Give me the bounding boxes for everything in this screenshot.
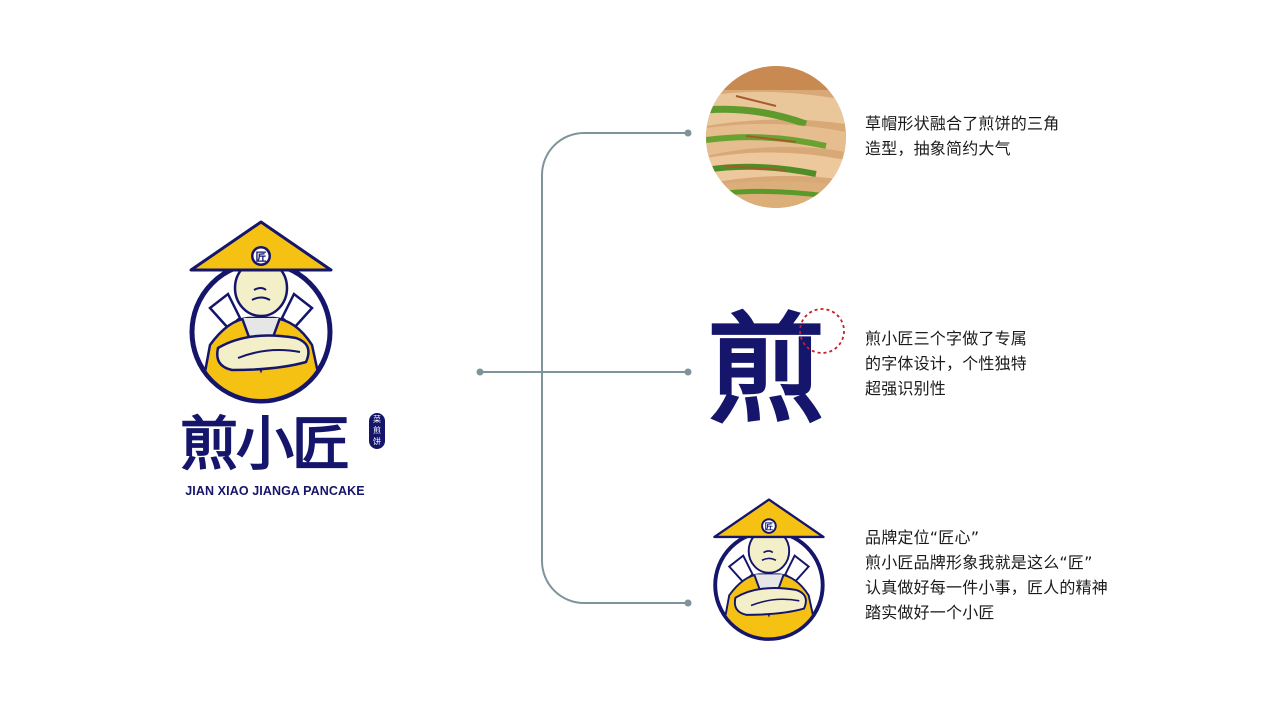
description-line: 认真做好每一件小事，匠人的精神 — [865, 578, 1109, 597]
badge-char: 菜 — [373, 415, 381, 424]
description-line: 品牌定位“匠心” — [865, 528, 980, 547]
connector-dot-middle — [684, 368, 692, 376]
highlight-dashed-circle — [799, 308, 845, 354]
description-line: 的字体设计，个性独特 — [865, 354, 1028, 373]
branch-description-2: 煎小匠三个字做了专属 的字体设计，个性独特 超强识别性 — [865, 326, 1027, 401]
custom-glyph: 煎 — [706, 300, 825, 439]
description-line: 超强识别性 — [865, 379, 947, 398]
description-line: 踏实做好一个小匠 — [865, 603, 995, 622]
logo-mascot: 匠 — [189, 220, 333, 404]
mascot-icon: 匠 — [713, 498, 825, 641]
badge-char: 煎 — [373, 426, 381, 435]
description-line: 煎小匠品牌形象我就是这么“匠” — [865, 553, 1093, 572]
description-line: 煎小匠三个字做了专属 — [865, 329, 1028, 348]
branch-description-1: 草帽形状融合了煎饼的三角 造型，抽象简约大气 — [865, 111, 1059, 161]
badge-char: 饼 — [373, 437, 381, 446]
connector-dot-bottom — [684, 599, 692, 607]
category-badge: 菜 煎 饼 — [369, 413, 385, 449]
connector-dot-top — [684, 129, 692, 137]
description-line: 草帽形状融合了煎饼的三角 — [865, 114, 1060, 133]
brand-name: 煎小匠 — [180, 410, 350, 478]
mascot-hat-emblem: 匠 — [765, 522, 774, 533]
hat-emblem-text: 匠 — [256, 250, 267, 264]
connector-dot-left — [476, 368, 484, 376]
description-line: 造型，抽象简约大气 — [865, 139, 1011, 158]
pancake-photo — [706, 66, 846, 208]
brand-tagline: JIAN XIAO JIANGA PANCAKE — [185, 484, 365, 498]
branch-description-3: 品牌定位“匠心” 煎小匠品牌形象我就是这么“匠” 认真做好每一件小事，匠人的精神… — [865, 525, 1108, 625]
